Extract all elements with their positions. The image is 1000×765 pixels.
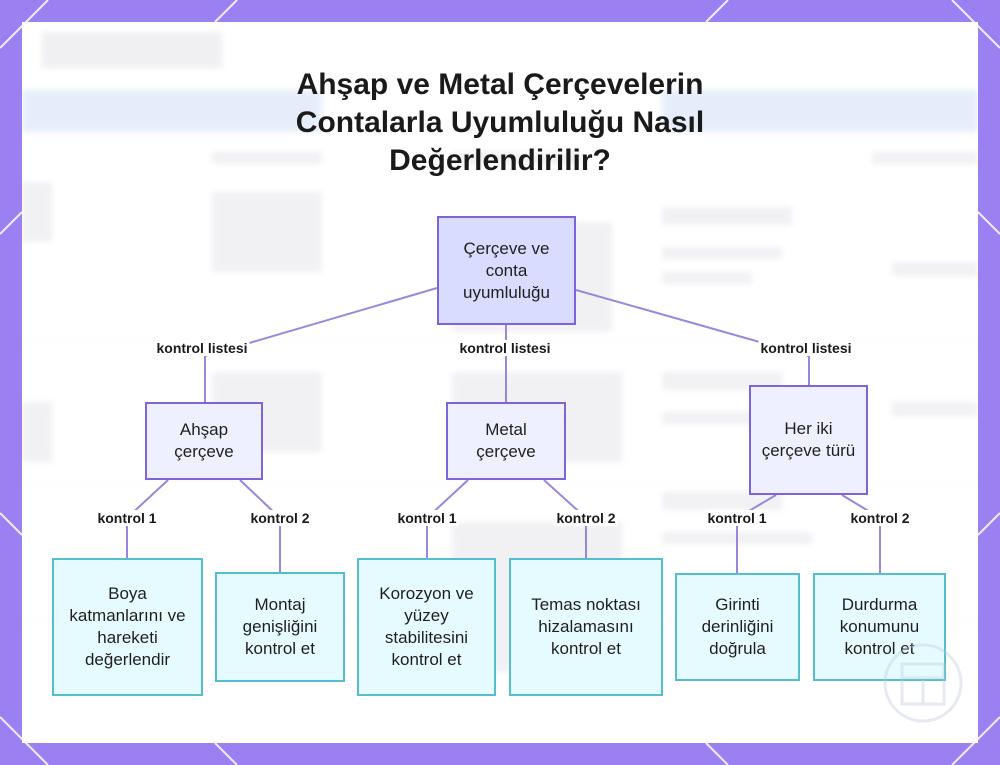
branch-node-label: Ahşap çerçeve <box>174 420 234 461</box>
branch-node-both: Her iki çerçeve türü <box>749 385 868 495</box>
root-node-label: Çerçeve ve conta uyumluluğu <box>463 238 550 302</box>
title-line-3: Değerlendirilir? <box>389 144 611 177</box>
edge-label-both-1: kontrol 1 <box>705 510 769 526</box>
title-line-2: Contalarla Uyumluluğu Nasıl <box>295 106 705 139</box>
branch-node-label: Metal çerçeve <box>476 420 536 461</box>
leaf-node-wood-1: Boya katmanlarını ve hareketi değerlendi… <box>52 558 203 696</box>
edge-label-wood-1: kontrol 1 <box>95 510 159 526</box>
branch-node-wood: Ahşap çerçeve <box>145 402 263 480</box>
edge-label-wood-2: kontrol 2 <box>248 510 312 526</box>
branch-node-metal: Metal çerçeve <box>446 402 566 480</box>
edge-label-metal-1: kontrol 1 <box>395 510 459 526</box>
leaf-node-metal-1: Korozyon ve yüzey stabilitesini kontrol … <box>357 558 496 696</box>
watermark-logo-icon <box>883 643 963 723</box>
leaf-node-both-1: Girinti derinliğini doğrula <box>675 573 800 681</box>
leaf-node-label: Temas noktası hizalamasını kontrol et <box>531 595 641 658</box>
connector-both-leaf-2 <box>841 494 881 573</box>
leaf-node-label: Montaj genişliğini kontrol et <box>242 595 318 658</box>
leaf-node-label: Korozyon ve yüzey stabilitesini kontrol … <box>379 584 474 669</box>
leaf-node-label: Girinti derinliğini doğrula <box>701 595 774 658</box>
branch-node-label: Her iki çerçeve türü <box>761 419 856 460</box>
leaf-node-wood-2: Montaj genişliğini kontrol et <box>215 572 345 682</box>
edge-label-root-metal: kontrol listesi <box>457 340 553 356</box>
connector-root-both <box>575 289 810 385</box>
leaf-node-both-2: Durdurma konumunu kontrol et <box>813 573 946 681</box>
connector-root-wood <box>204 287 438 402</box>
leaf-node-label: Durdurma konumunu kontrol et <box>839 595 920 658</box>
title-line-1: Ahşap ve Metal Çerçevelerin <box>296 68 704 101</box>
diagram-title: Ahşap ve Metal Çerçevelerin Contalarla U… <box>0 66 1000 180</box>
leaf-node-label: Boya katmanlarını ve hareketi değerlendi… <box>69 584 186 669</box>
edge-label-both-2: kontrol 2 <box>848 510 912 526</box>
edge-label-root-both: kontrol listesi <box>758 340 854 356</box>
leaf-node-metal-2: Temas noktası hizalamasını kontrol et <box>509 558 663 696</box>
edge-label-root-wood: kontrol listesi <box>154 340 250 356</box>
root-node: Çerçeve ve conta uyumluluğu <box>437 216 576 325</box>
edge-label-metal-2: kontrol 2 <box>554 510 618 526</box>
connector-wood-leaf-2 <box>239 479 281 572</box>
connector-both-leaf-1 <box>736 494 777 573</box>
